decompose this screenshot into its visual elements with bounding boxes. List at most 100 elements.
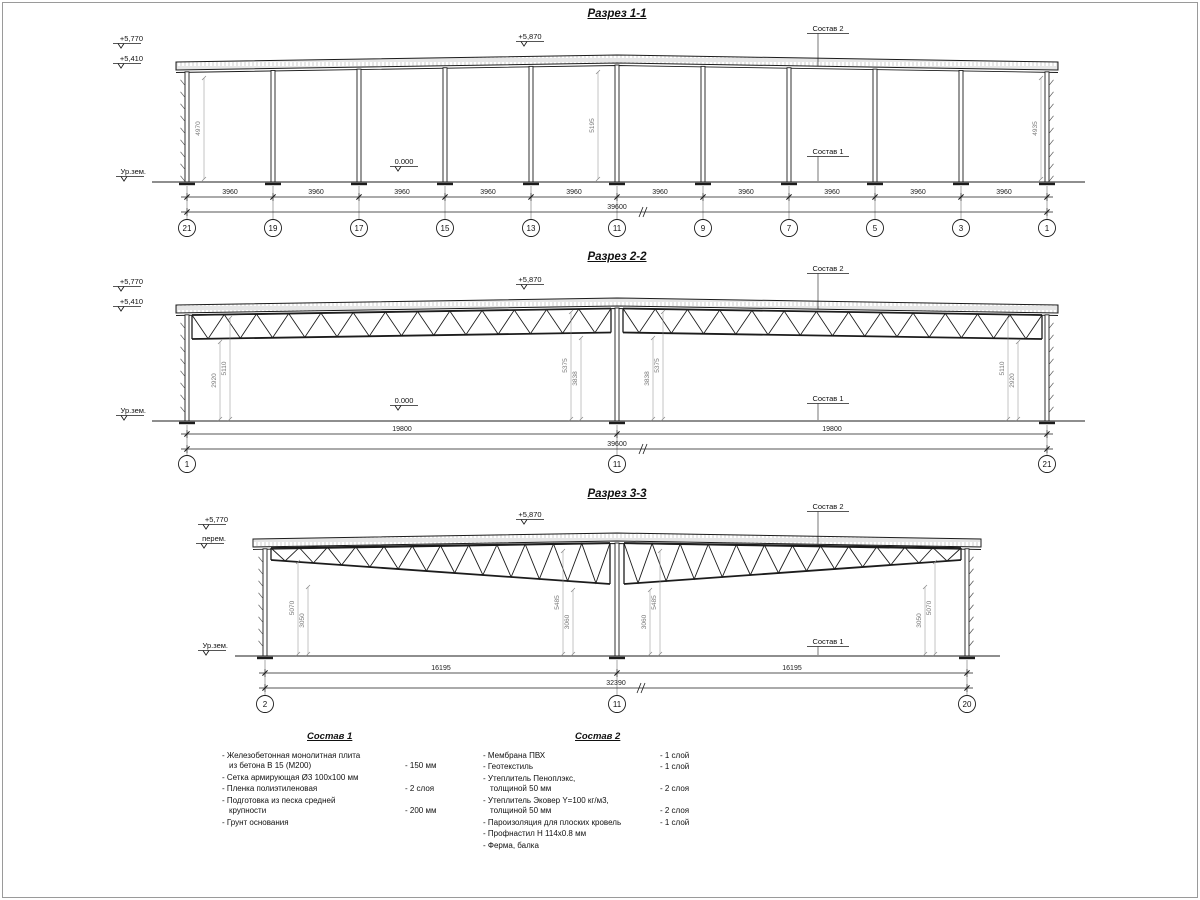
dimension-tick: [964, 670, 970, 676]
vertical-dim-tick: [227, 315, 233, 321]
level-mark-arrow: [202, 650, 210, 656]
level-mark-arrow: [520, 284, 528, 290]
wall-hatch: [180, 127, 185, 134]
elevation-label: 0.000: [395, 396, 414, 405]
grid-bubble-number: 20: [963, 700, 972, 709]
dimension-tick: [528, 194, 534, 200]
grid-bubble: [178, 455, 196, 473]
vertical-dim-tick: [595, 69, 601, 75]
vertical-dim-tick: [201, 176, 207, 182]
legend-item-line: толщиной 50 мм: [490, 784, 552, 793]
legend-item-text: - Геотекстиль: [483, 762, 660, 773]
wall-hatch: [969, 640, 974, 646]
level-mark-arrow: [520, 41, 528, 47]
dimension-value: 19800: [392, 426, 412, 433]
vertical-dim-tick: [932, 651, 938, 657]
grid-bubble: [866, 219, 884, 237]
vertical-dim-tick: [305, 584, 311, 590]
grid-bubble-number: 9: [701, 224, 706, 233]
legend-2-title: Состав 2: [575, 731, 621, 742]
vertical-dim-tick: [922, 584, 928, 590]
vertical-dim-tick: [657, 651, 663, 657]
vertical-dim-tick: [932, 559, 938, 565]
legend-sostav-2: Состав 2 - Мембрана ПВХ- 1 слой- Геотекс…: [483, 731, 690, 852]
legend-item-line: крупности: [229, 806, 267, 815]
wall-hatch: [1049, 370, 1054, 377]
elevation-label: Ур.зем.: [121, 167, 146, 176]
truss-bottom-chord: [270, 559, 611, 585]
vertical-dim-value: 5070: [289, 600, 296, 615]
wall-hatch: [180, 382, 185, 389]
grid-bubble-number: 11: [613, 700, 622, 709]
legend-item-line: - Пленка полиэтиленовая: [222, 784, 318, 793]
grid-bubble-number: 1: [185, 460, 190, 469]
wall-hatch: [969, 580, 974, 586]
wall-hatch: [1049, 79, 1054, 86]
dimension-value: 3960: [738, 189, 754, 196]
level-mark-arrow: [520, 519, 528, 525]
wall-hatch: [180, 322, 185, 329]
legend-1-title: Состав 1: [307, 731, 353, 742]
grid-bubble: [1038, 219, 1056, 237]
legend-item: - Пароизоляция для плоских кровель- 1 сл…: [483, 818, 689, 829]
wall-hatch: [180, 79, 185, 86]
vertical-dim-tick: [1005, 416, 1011, 422]
callout-label: Состав 2: [812, 502, 843, 511]
dimension-value: 32390: [606, 680, 626, 687]
grid-bubble-number: 3: [959, 224, 964, 233]
vertical-dim-tick: [1015, 416, 1021, 422]
grid-bubble-number: 19: [269, 224, 278, 233]
wall-hatch: [969, 616, 974, 622]
vertical-dim-value: 5375: [562, 358, 569, 373]
legend-item-text: - Мембрана ПВХ: [483, 751, 660, 762]
roof-slab: [252, 532, 982, 548]
legend-item-value: - 2 слоя: [660, 806, 690, 815]
vertical-dim-tick: [578, 416, 584, 422]
truss-web-diagonals: [191, 308, 612, 340]
vertical-dim-value: 2920: [1009, 373, 1016, 388]
vertical-dim-tick: [295, 559, 301, 565]
wall-hatch: [258, 556, 263, 563]
wall-hatch: [1049, 406, 1054, 413]
vertical-dim-tick: [650, 335, 656, 341]
grid-bubble-number: 5: [873, 224, 878, 233]
wall-hatch: [1049, 163, 1054, 170]
vertical-dim-tick: [568, 309, 574, 315]
grid-bubble: [952, 219, 970, 237]
wall-hatch: [180, 103, 185, 110]
vertical-dim-tick: [570, 651, 576, 657]
elevation-label: 0.000: [395, 157, 414, 166]
break-mark: [642, 443, 648, 455]
legend-item-text: - Пароизоляция для плоских кровель: [483, 818, 660, 829]
wall-hatch: [180, 115, 185, 122]
legend-item-line: из бетона В 15 (М200): [229, 761, 312, 770]
vertical-dim-value: 3050: [299, 613, 306, 628]
break-mark: [636, 682, 642, 694]
dimension-tick: [262, 670, 268, 676]
legend-item-value: - 2 слоя: [405, 784, 435, 793]
grid-bubble: [350, 219, 368, 237]
vertical-dim-tick: [217, 339, 223, 345]
legend-item-line: - Ферма, балка: [483, 840, 539, 850]
legend-item-text: - Утеплитель Пеноплэкс,толщиной 50 мм: [483, 774, 660, 795]
wall-hatch: [969, 604, 974, 610]
level-mark-arrow: [394, 166, 402, 172]
grid-bubble-number: 1: [1045, 224, 1050, 233]
grid-bubble: [522, 219, 540, 237]
column: [614, 307, 620, 422]
break-mark: [640, 682, 646, 694]
column: [700, 65, 706, 183]
legend-item-line: - Пароизоляция для плоских кровель: [483, 817, 622, 827]
level-mark-arrow: [117, 63, 125, 69]
grid-bubble-number: 11: [613, 460, 622, 469]
legend-sostav-1: Состав 1 - Железобетонная монолитная пли…: [222, 731, 436, 829]
wall-hatch: [180, 334, 185, 341]
roof-slab: [175, 54, 1059, 71]
truss-bottom-chord: [623, 559, 962, 585]
vertical-dim-tick: [1005, 315, 1011, 321]
legend-item-line: толщиной 50 мм: [490, 806, 552, 815]
vertical-dim-value: 5195: [589, 118, 596, 133]
dimension-tick: [700, 194, 706, 200]
